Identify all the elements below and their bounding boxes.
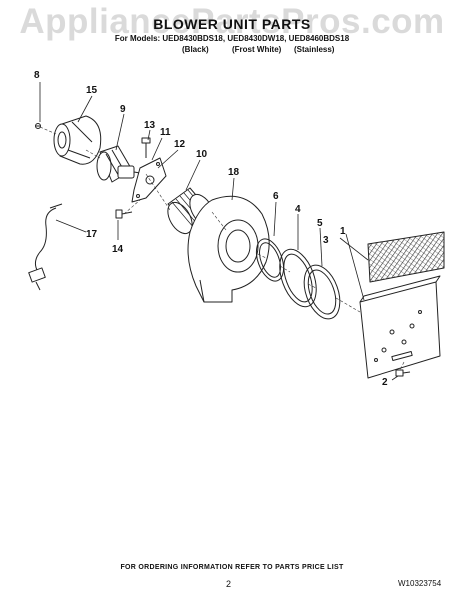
callout-10: 10 <box>196 149 208 160</box>
page-title: BLOWER UNIT PARTS <box>153 16 311 32</box>
callout-15: 15 <box>86 85 98 96</box>
callout-18: 18 <box>228 167 240 178</box>
part-4-ring <box>279 248 317 308</box>
callout-8: 8 <box>34 70 40 81</box>
color-stainless: (Stainless) <box>294 45 335 54</box>
part-9-motor <box>96 145 147 183</box>
callout-9: 9 <box>120 104 126 115</box>
part-3-filter <box>367 231 445 283</box>
document-number: W10323754 <box>398 579 442 588</box>
part-1-mounting-plate <box>359 275 441 379</box>
part-12-bracket <box>131 157 167 203</box>
part-14-screw <box>115 209 133 219</box>
callout-6: 6 <box>273 191 279 202</box>
color-frost-white: (Frost White) <box>232 45 282 54</box>
part-17-power-cord <box>28 203 63 291</box>
page-number: 2 <box>226 579 232 589</box>
part-13-bolt <box>141 137 151 158</box>
part-2-screw <box>395 369 411 377</box>
color-black: (Black) <box>182 45 209 54</box>
callout-12: 12 <box>174 139 186 150</box>
models-line: For Models: UED8430BDS18, UED8430DW18, U… <box>114 34 350 43</box>
callout-17: 17 <box>86 229 98 240</box>
part-15-motor-cover <box>53 115 102 165</box>
part-18-blower-housing <box>187 195 270 303</box>
watermark: AppliancePartsPros.com <box>19 2 445 41</box>
callout-1: 1 <box>340 226 346 237</box>
ordering-note: FOR ORDERING INFORMATION REFER TO PARTS … <box>120 564 344 571</box>
callout-13: 13 <box>144 120 156 131</box>
callout-2: 2 <box>382 377 388 388</box>
callout-14: 14 <box>112 244 124 255</box>
assembly-lines <box>39 126 405 371</box>
callout-4: 4 <box>295 204 301 215</box>
part-8-screw <box>35 123 41 129</box>
callout-5: 5 <box>317 218 323 229</box>
part-5-collar <box>303 264 341 320</box>
leader-lines <box>39 82 399 381</box>
callout-11: 11 <box>160 127 171 138</box>
callout-3: 3 <box>323 235 329 246</box>
